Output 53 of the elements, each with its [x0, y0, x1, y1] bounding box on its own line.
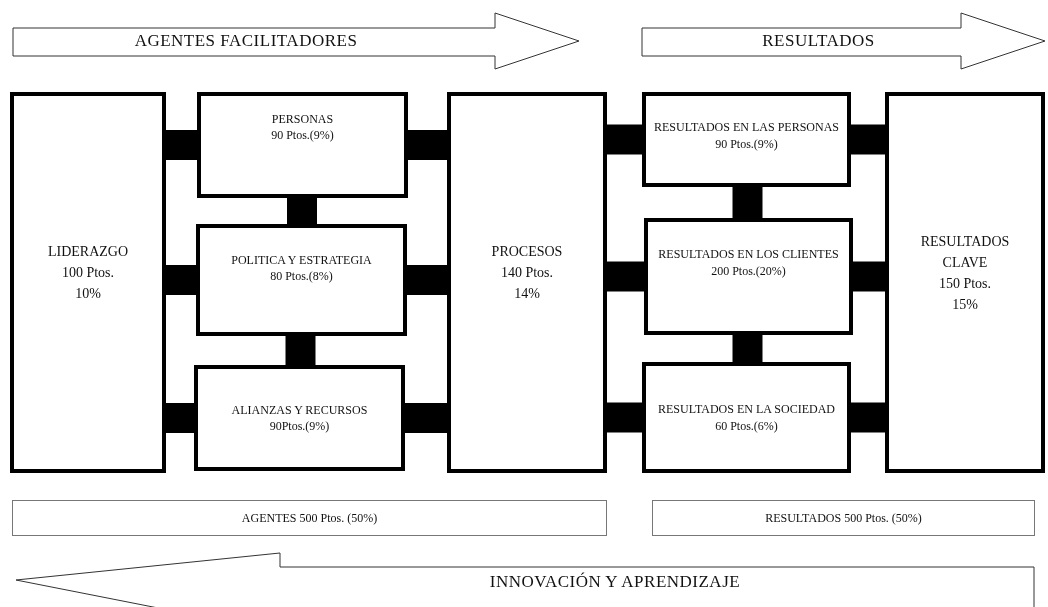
criterion-label: LIDERAZGO: [47, 243, 129, 261]
score-label: 200 Ptos.(20%): [711, 262, 786, 279]
criterion-box: [447, 92, 607, 473]
score-label: 90Ptos.(9%): [269, 418, 330, 435]
connector-bar: [732, 187, 763, 218]
connector-bar: [407, 265, 447, 295]
criterion-box: [196, 224, 407, 336]
score-label: 60 Ptos.(6%): [715, 417, 778, 434]
connector-bar: [607, 402, 642, 433]
score-label: 100 Ptos.: [61, 264, 115, 282]
summary-bar: [652, 500, 1035, 536]
criterion-label: RESULTADOS EN LOS CLIENTES: [658, 246, 839, 263]
criterion-box: [644, 218, 853, 335]
connector-bar: [853, 261, 885, 292]
criterion-label: ALIANZAS Y RECURSOS: [231, 401, 368, 418]
summary-bar: [12, 500, 607, 536]
banner-label: RESULTADOS: [762, 29, 875, 52]
criterion-label: RESULTADOS EN LAS PERSONAS: [654, 119, 839, 136]
score-label: 80 Ptos.(8%): [270, 268, 333, 285]
criterion-box: [642, 92, 851, 187]
criterion-label: RESULTADOS EN LA SOCIEDAD: [658, 401, 835, 418]
banner-label: INNOVACIÓN Y APRENDIZAJE: [489, 570, 741, 593]
score-label: 90 Ptos.(9%): [271, 127, 334, 144]
criterion-label: PERSONAS: [271, 110, 334, 127]
criterion-label: RESULTADOS CLAVE: [919, 232, 1011, 272]
banner-label: AGENTES FACILITADORES: [134, 29, 358, 52]
connector-bar: [166, 265, 196, 295]
criterion-label: POLITICA Y ESTRATEGIA: [231, 251, 372, 268]
connector-bar: [408, 130, 447, 160]
connector-bar: [851, 124, 885, 155]
score-label: 14%: [514, 285, 540, 303]
score-label: 90 Ptos.(9%): [715, 135, 778, 152]
summary-label: RESULTADOS 500 Ptos. (50%): [765, 509, 922, 527]
criterion-box: [885, 92, 1045, 473]
connector-bar: [607, 261, 644, 292]
score-label: 150 Ptos.: [938, 274, 992, 293]
connector-bar: [607, 124, 642, 155]
criterion-box: [194, 365, 405, 471]
connector-bar: [166, 130, 197, 160]
score-label: 140 Ptos.: [500, 264, 554, 282]
criterion-box: [197, 92, 408, 198]
criterion-box: [10, 92, 166, 473]
connector-bar: [851, 402, 885, 433]
score-label: 15%: [952, 295, 978, 314]
connector-bar: [166, 403, 194, 433]
connector-bar: [287, 198, 317, 224]
summary-label: AGENTES 500 Ptos. (50%): [241, 509, 378, 527]
score-label: 10%: [75, 285, 101, 303]
criterion-box: [642, 362, 851, 473]
connector-bar: [405, 403, 447, 433]
connector-bar: [732, 335, 763, 362]
connector-bar: [285, 336, 316, 365]
criterion-label: PROCESOS: [491, 243, 563, 261]
